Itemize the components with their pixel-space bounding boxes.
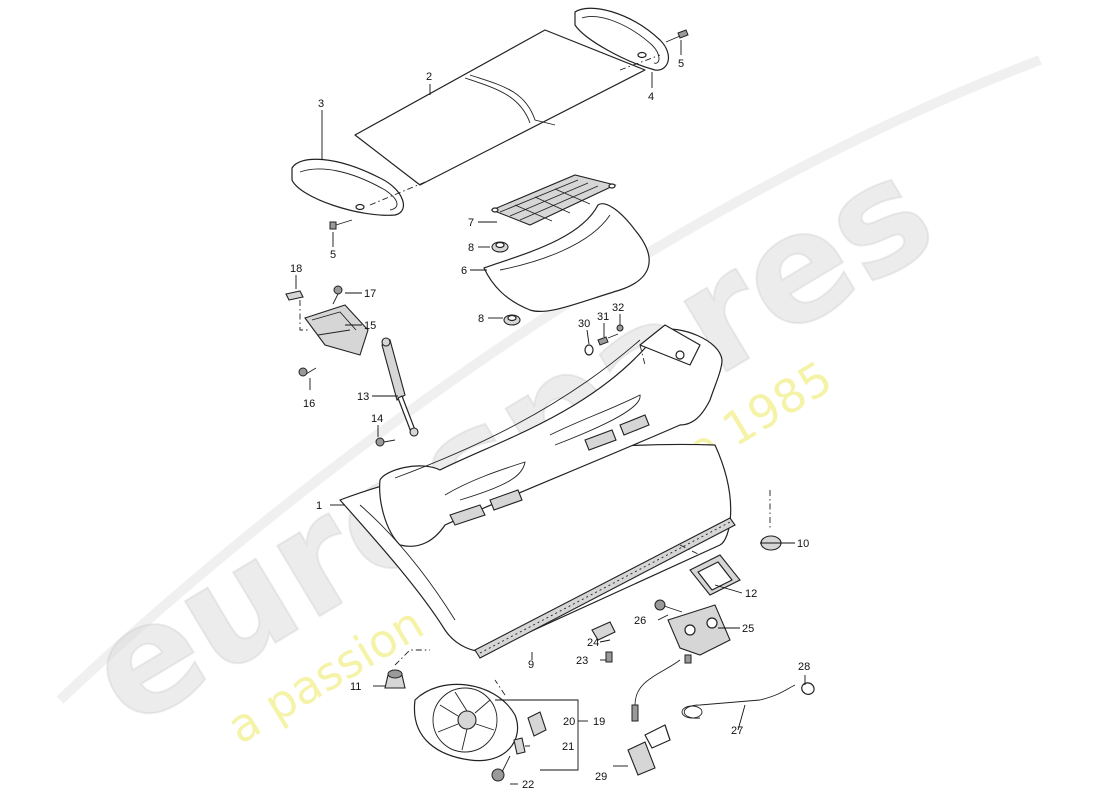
callout-27: 27: [731, 725, 743, 737]
part-3-left-trim: [291, 158, 404, 216]
part-8-grommet-lower: [503, 314, 521, 326]
callout-2: 2: [426, 71, 432, 83]
callout-6: 6: [461, 265, 467, 277]
part-30-washer: [584, 344, 594, 356]
part-28-clip: [801, 682, 815, 695]
callout-9: 9: [528, 659, 534, 671]
callout-32: 32: [612, 302, 624, 314]
callout-22: 22: [522, 779, 534, 791]
part-12-seal-frame: [689, 554, 741, 596]
part-24-clip: [591, 621, 616, 641]
callout-8-upper: 8: [468, 242, 474, 254]
part-18-cap: [285, 290, 304, 301]
callout-1: 1: [316, 500, 322, 512]
part-22-bolt: [491, 755, 511, 782]
callout-15: 15: [364, 320, 376, 332]
callout-20: 20: [563, 716, 575, 728]
callout-5-upper: 5: [678, 58, 684, 70]
callout-12: 12: [745, 588, 757, 600]
callout-4: 4: [648, 91, 654, 103]
callout-17: 17: [364, 288, 376, 300]
assembly-lines: [299, 54, 771, 696]
callout-10: 10: [797, 538, 809, 550]
callout-21: 21: [562, 741, 574, 753]
part-25-lock: [667, 604, 731, 664]
part-31-screw: [597, 333, 619, 346]
callout-13: 13: [357, 391, 369, 403]
callout-14: 14: [371, 413, 383, 425]
part-5-screw-upper: [665, 29, 689, 43]
callout-26: 26: [634, 615, 646, 627]
callout-8-lower: 8: [478, 313, 484, 325]
callout-3: 3: [318, 98, 324, 110]
part-16-bolt: [298, 367, 317, 377]
callout-7: 7: [468, 217, 474, 229]
part-11-rubber-buffer: [384, 669, 406, 689]
callout-29: 29: [595, 771, 607, 783]
callout-23: 23: [576, 655, 588, 667]
part-6-lid-cover: [483, 203, 650, 312]
callout-31: 31: [597, 311, 609, 323]
part-27-release-cable: [681, 684, 796, 719]
part-14-ball-stud: [375, 437, 396, 447]
part-17-bolt: [332, 285, 343, 305]
part-19-fan-assembly: [413, 683, 519, 762]
part-21-spacer: [513, 737, 526, 755]
callout-18: 18: [290, 263, 302, 275]
callout-5-lower: 5: [330, 249, 336, 261]
part-4-right-trim: [574, 7, 670, 71]
watermark: eurospares a passion for parts since 198…: [56, 55, 1042, 762]
callout-25: 25: [742, 623, 754, 635]
part-2-roof-panel: [354, 29, 646, 186]
part-29-switch: [627, 659, 681, 776]
part-26-bolt: [654, 599, 683, 613]
part-9-seal-strip: [474, 517, 736, 659]
part-13-gas-strut: [381, 337, 419, 437]
part-23-screw: [605, 651, 613, 663]
part-15-hinge-bracket: [304, 304, 369, 356]
part-1-engine-lid: [339, 324, 732, 652]
leader-lines: [295, 40, 806, 785]
part-8-grommet-upper: [491, 241, 509, 253]
part-20-cap: [527, 711, 547, 737]
callout-11: 11: [350, 681, 361, 693]
part-5-screw-lower: [329, 219, 353, 230]
callout-19: 19: [593, 716, 605, 728]
part-32-nut: [616, 324, 624, 332]
callout-24: 24: [587, 637, 599, 649]
callout-16: 16: [303, 398, 315, 410]
callout-30: 30: [578, 318, 590, 330]
callout-labels: 1 2 3 4 5 5 6 7 8 8 9 10 11 12 13 14 15 …: [290, 58, 810, 791]
part-7-grille: [490, 174, 617, 226]
callout-28: 28: [798, 661, 810, 673]
